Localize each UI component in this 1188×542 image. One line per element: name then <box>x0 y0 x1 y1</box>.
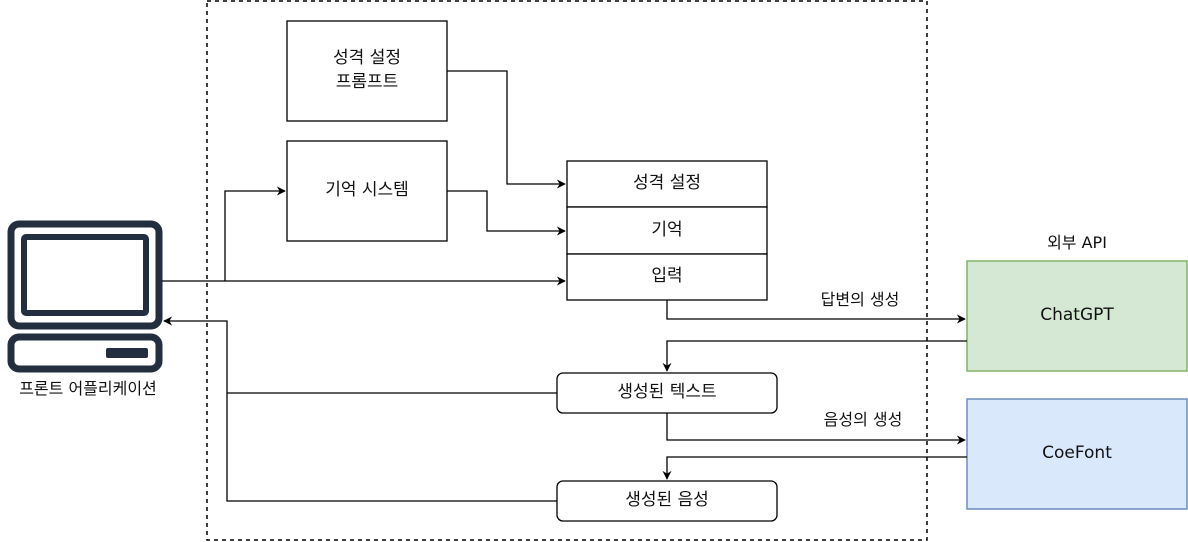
chatgpt-box <box>966 260 1188 372</box>
edge-prompt-to-personality <box>447 70 566 189</box>
voice-generation-label: 음성의 생성 <box>823 409 903 429</box>
chatgpt-label: ChatGPT <box>1040 305 1114 326</box>
coefont-box <box>966 398 1188 510</box>
frontend-label: 프론트 어플리케이션 <box>19 378 157 398</box>
generated-text-label: 생성된 텍스트 <box>617 382 717 403</box>
generated-voice-label: 생성된 음성 <box>625 490 709 511</box>
prompt-label: 성격 설정 프롬프트 <box>333 48 401 92</box>
edge-chatgpt-to-text <box>662 340 967 372</box>
edge-input-to-chatgpt <box>666 300 966 324</box>
edge-voice-to-frontend <box>163 316 557 502</box>
memory-system-box <box>286 140 448 242</box>
edge-coefont-to-voice <box>662 456 967 480</box>
desktop-computer-icon <box>7 220 163 373</box>
coefont-label: CoeFont <box>1042 443 1112 464</box>
external-api-label: 외부 API <box>1047 232 1107 252</box>
answer-generation-label: 답변의 생성 <box>820 289 900 309</box>
stack-memory-label: 기억 <box>651 219 683 240</box>
prompt-box <box>286 20 448 122</box>
edge-text-to-coefont <box>666 413 966 445</box>
stack-personality-label: 성격 설정 <box>633 173 701 194</box>
memory-system-label: 기억 시스템 <box>325 180 409 201</box>
edge-memory-system-to-memory <box>447 190 566 236</box>
edge-frontend-to-memory-system <box>224 186 286 281</box>
stack-input-label: 입력 <box>651 266 683 287</box>
stack-input-box <box>566 253 768 301</box>
stack-memory-box <box>566 206 768 255</box>
server-boundary <box>206 0 928 541</box>
